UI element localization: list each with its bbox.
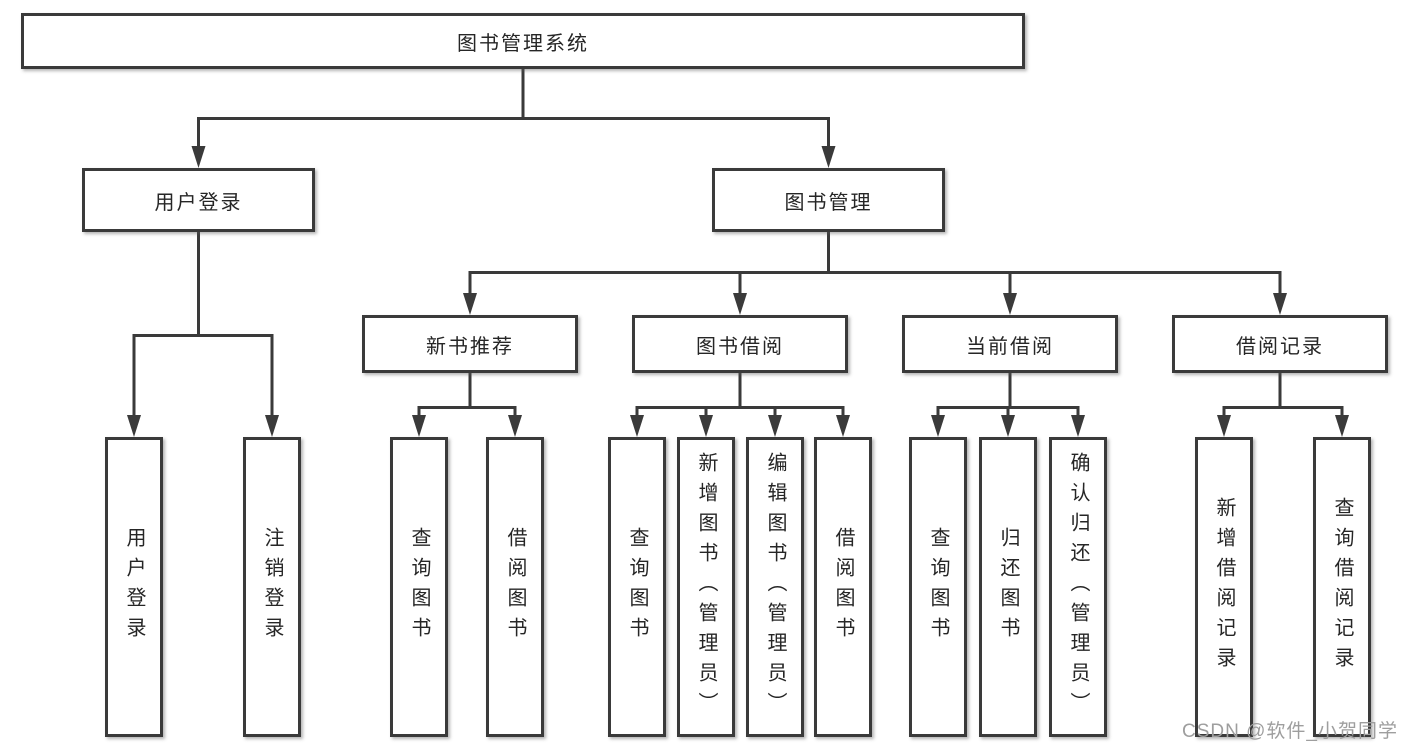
leaf-confirm-return-admin: 确认归还（管理员） xyxy=(1049,437,1107,737)
leaf-edit-book-admin: 编辑图书（管理员） xyxy=(746,437,804,737)
leaf-query-borrow-record: 查询借阅记录 xyxy=(1313,437,1371,737)
node-user-login: 用户登录 xyxy=(82,168,315,232)
node-library-management-system: 图书管理系统 xyxy=(21,13,1025,69)
leaf-add-book-admin: 新增图书（管理员） xyxy=(677,437,735,737)
leaf-return-books: 归还图书 xyxy=(979,437,1037,737)
leaf-borrow-books-recommend: 借阅图书 xyxy=(486,437,544,737)
node-book-management: 图书管理 xyxy=(712,168,945,232)
leaf-borrow-books-borrowing: 借阅图书 xyxy=(814,437,872,737)
node-current-borrowing: 当前借阅 xyxy=(902,315,1118,373)
leaf-logout: 注销登录 xyxy=(243,437,301,737)
csdn-watermark: CSDN @软件_小贺同学 xyxy=(1182,721,1398,742)
leaf-user-login: 用户登录 xyxy=(105,437,163,737)
node-borrowing-records: 借阅记录 xyxy=(1172,315,1388,373)
node-book-borrowing: 图书借阅 xyxy=(632,315,848,373)
leaf-add-borrow-record: 新增借阅记录 xyxy=(1195,437,1253,737)
leaf-query-books-current: 查询图书 xyxy=(909,437,967,737)
node-new-book-recommendation: 新书推荐 xyxy=(362,315,578,373)
leaf-query-books-recommend: 查询图书 xyxy=(390,437,448,737)
arrowheads xyxy=(127,146,1349,437)
leaf-query-books-borrowing: 查询图书 xyxy=(608,437,666,737)
